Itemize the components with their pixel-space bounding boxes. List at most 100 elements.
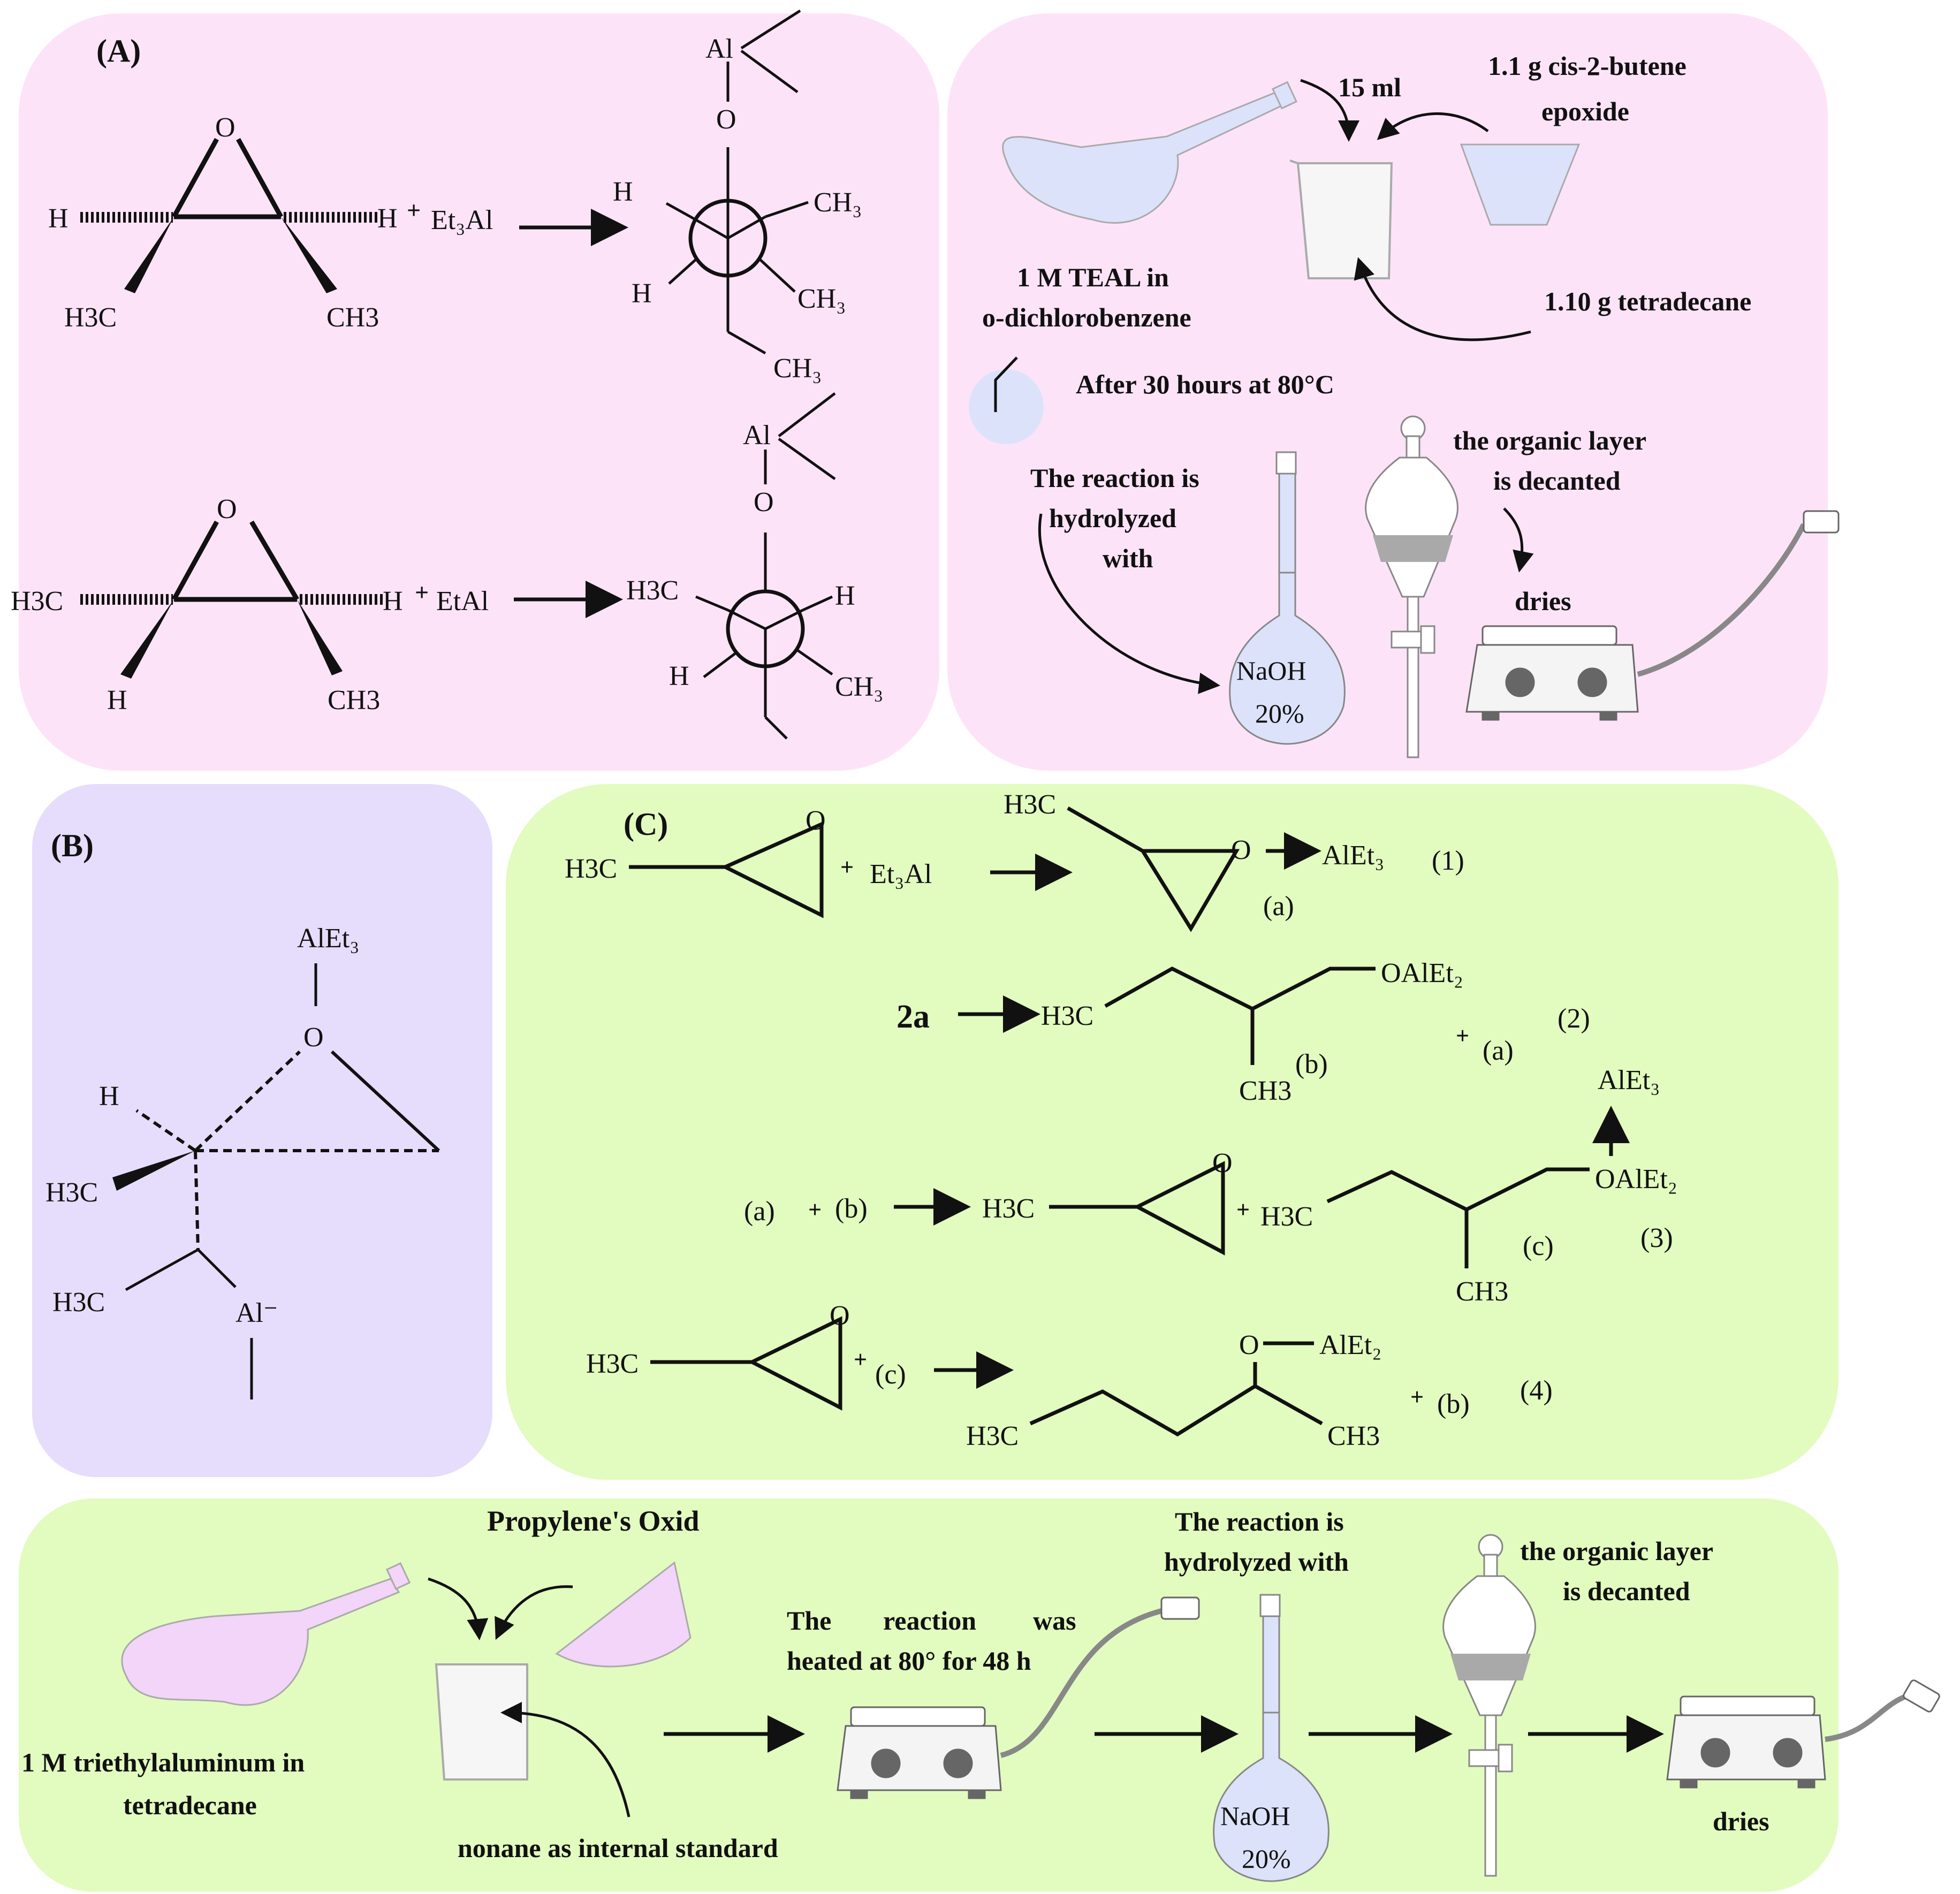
beaker: [1296, 162, 1393, 279]
newman-1-h-top: H: [613, 177, 633, 207]
d-naoh-flask: [1213, 1594, 1330, 1882]
hot-plate: [1465, 510, 1840, 721]
newman-1-ch3-ethyl: CH₃: [773, 353, 822, 384]
panel-b-background: [32, 784, 492, 1477]
h-right-2: H: [383, 586, 403, 617]
hashed-bond-right: [284, 212, 377, 223]
product-o: O: [716, 104, 736, 135]
reagent-etal: EtAl: [436, 586, 489, 617]
epoxide-dish: [1460, 143, 1581, 226]
d-dries-label: dries: [1713, 1806, 1769, 1836]
tea-flask: [121, 1562, 411, 1706]
h3c-label-a: H3C: [45, 1177, 98, 1208]
r3-plus: +: [808, 1197, 822, 1223]
epoxide-label-2: epoxide: [1541, 96, 1629, 126]
d-naoh-label-1: NaOH: [1220, 1801, 1290, 1831]
hashed-bond-right-2: [300, 594, 383, 605]
r3-ch3: CH3: [1456, 1276, 1508, 1307]
d-hydro-label-1: The reaction is: [1175, 1507, 1344, 1537]
naoh-label-1: NaOH: [1236, 656, 1306, 686]
h-label: H: [99, 1081, 119, 1112]
organic-layer-label-1: the organic layer: [1453, 425, 1646, 455]
clock-icon: [969, 369, 1044, 444]
panel-d: 1 M triethylaluminum in tetradecane Prop…: [21, 1505, 1940, 1882]
epoxide-1: [172, 138, 283, 219]
newman-2-ch3: CH₃: [835, 672, 883, 702]
separatory-funnel: [1365, 415, 1458, 758]
r1-h3c: H3C: [565, 854, 617, 884]
product-al: Al: [705, 34, 733, 64]
product-2-o: O: [754, 487, 774, 518]
r4-product-alet2: AlEt₂: [1319, 1330, 1381, 1360]
panel-c: (C) H3C O + Et₃Al H3C O AlEt₃ (a) (1) 2a…: [565, 789, 1677, 1451]
epoxide-1-oxygen: O: [215, 112, 235, 143]
r2-number: (2): [1558, 1003, 1590, 1034]
d-beaker: [435, 1663, 528, 1781]
tea-label-2: tetradecane: [123, 1790, 257, 1820]
arrow-to-dries: [1503, 507, 1534, 573]
d-organic-label-1: the organic layer: [1520, 1536, 1713, 1566]
r2-oalet2: OAlEt₂: [1381, 958, 1463, 988]
r2-a: (a): [1483, 1036, 1514, 1066]
reagent-et3al: Et₃Al: [431, 205, 493, 235]
r1-tag-a: (a): [1263, 891, 1294, 922]
newman-2-h3c: H3C: [626, 575, 679, 606]
epoxide-2-oxygen: O: [217, 494, 237, 524]
hashed-bond-left: [79, 212, 173, 223]
newman-2-h-top: H: [835, 581, 855, 611]
product-2-al: Al: [743, 420, 771, 451]
r3-oxygen: O: [1212, 1148, 1233, 1178]
heat-label-1b: reaction: [883, 1606, 976, 1636]
r3-number: (3): [1640, 1223, 1673, 1253]
r2-plus: +: [1456, 1023, 1469, 1049]
tetradecane-label: 1.10 g tetradecane: [1544, 286, 1751, 316]
arrow-to-naoh: [1038, 513, 1220, 694]
r1-plus: +: [840, 854, 854, 880]
newman-1-ch3-bottom: CH₃: [797, 284, 846, 314]
teal-label-2: o-dichlorobenzene: [982, 302, 1191, 332]
panel-a-label: (A): [96, 33, 141, 69]
r3-h3c: H3C: [982, 1193, 1035, 1224]
arrow-flask-to-beaker: [1300, 79, 1359, 142]
propylene-label: Propylene's Oxid: [487, 1505, 700, 1537]
oxygen-label: O: [303, 1022, 324, 1053]
wedge-bond-right: [281, 217, 337, 293]
panel-c-background: [506, 784, 1839, 1480]
naoh-label-2: 20%: [1255, 698, 1304, 728]
r1-number: (1): [1432, 846, 1464, 876]
r3-oalet2: OAlEt₂: [1595, 1164, 1677, 1195]
wedge-bond-left-2: [120, 599, 174, 679]
hot-plate-2: [1666, 1679, 1940, 1789]
d-organic-label-2: is decanted: [1563, 1576, 1690, 1606]
r3-plus2: +: [1236, 1197, 1250, 1223]
d-dish: [555, 1561, 692, 1668]
panel-a-background: [19, 13, 939, 771]
r4-number: (4): [1520, 1375, 1553, 1406]
panel-c-label: (C): [624, 807, 668, 842]
al-bond-down: [740, 49, 799, 94]
hot-plate-1: [837, 1596, 1200, 1799]
heat-label-1a: The: [787, 1606, 831, 1636]
d-naoh-label-2: 20%: [1242, 1844, 1291, 1874]
hashed-bond-left-2: [79, 594, 173, 605]
r2-lhs: 2a: [897, 999, 930, 1035]
dries-label: dries: [1515, 586, 1571, 616]
r1-product-h3c: H3C: [1004, 789, 1056, 820]
arrow-dish-to-beaker: [1377, 112, 1489, 140]
tea-label-1: 1 M triethylaluminum in: [21, 1747, 305, 1777]
r3-tag-c: (c): [1523, 1231, 1554, 1261]
h-right: H: [377, 203, 398, 234]
r1-product-alet3: AlEt₃: [1322, 840, 1384, 871]
r4-plus: +: [854, 1347, 867, 1373]
r3-a: (a): [744, 1196, 775, 1227]
naoh-flask: [1229, 451, 1346, 745]
arrow-dish-beaker: [495, 1585, 573, 1640]
hydrolyzed-label-1: The reaction is: [1030, 463, 1199, 493]
r4-b: (b): [1437, 1389, 1470, 1419]
r4-oxygen: O: [830, 1300, 850, 1331]
panel-b-label: (B): [51, 828, 94, 863]
hydrolyzed-label-2: hydrolyzed: [1049, 503, 1176, 533]
newman-2-h-bottom: H: [669, 661, 689, 691]
methyl-right: CH3: [326, 302, 379, 333]
